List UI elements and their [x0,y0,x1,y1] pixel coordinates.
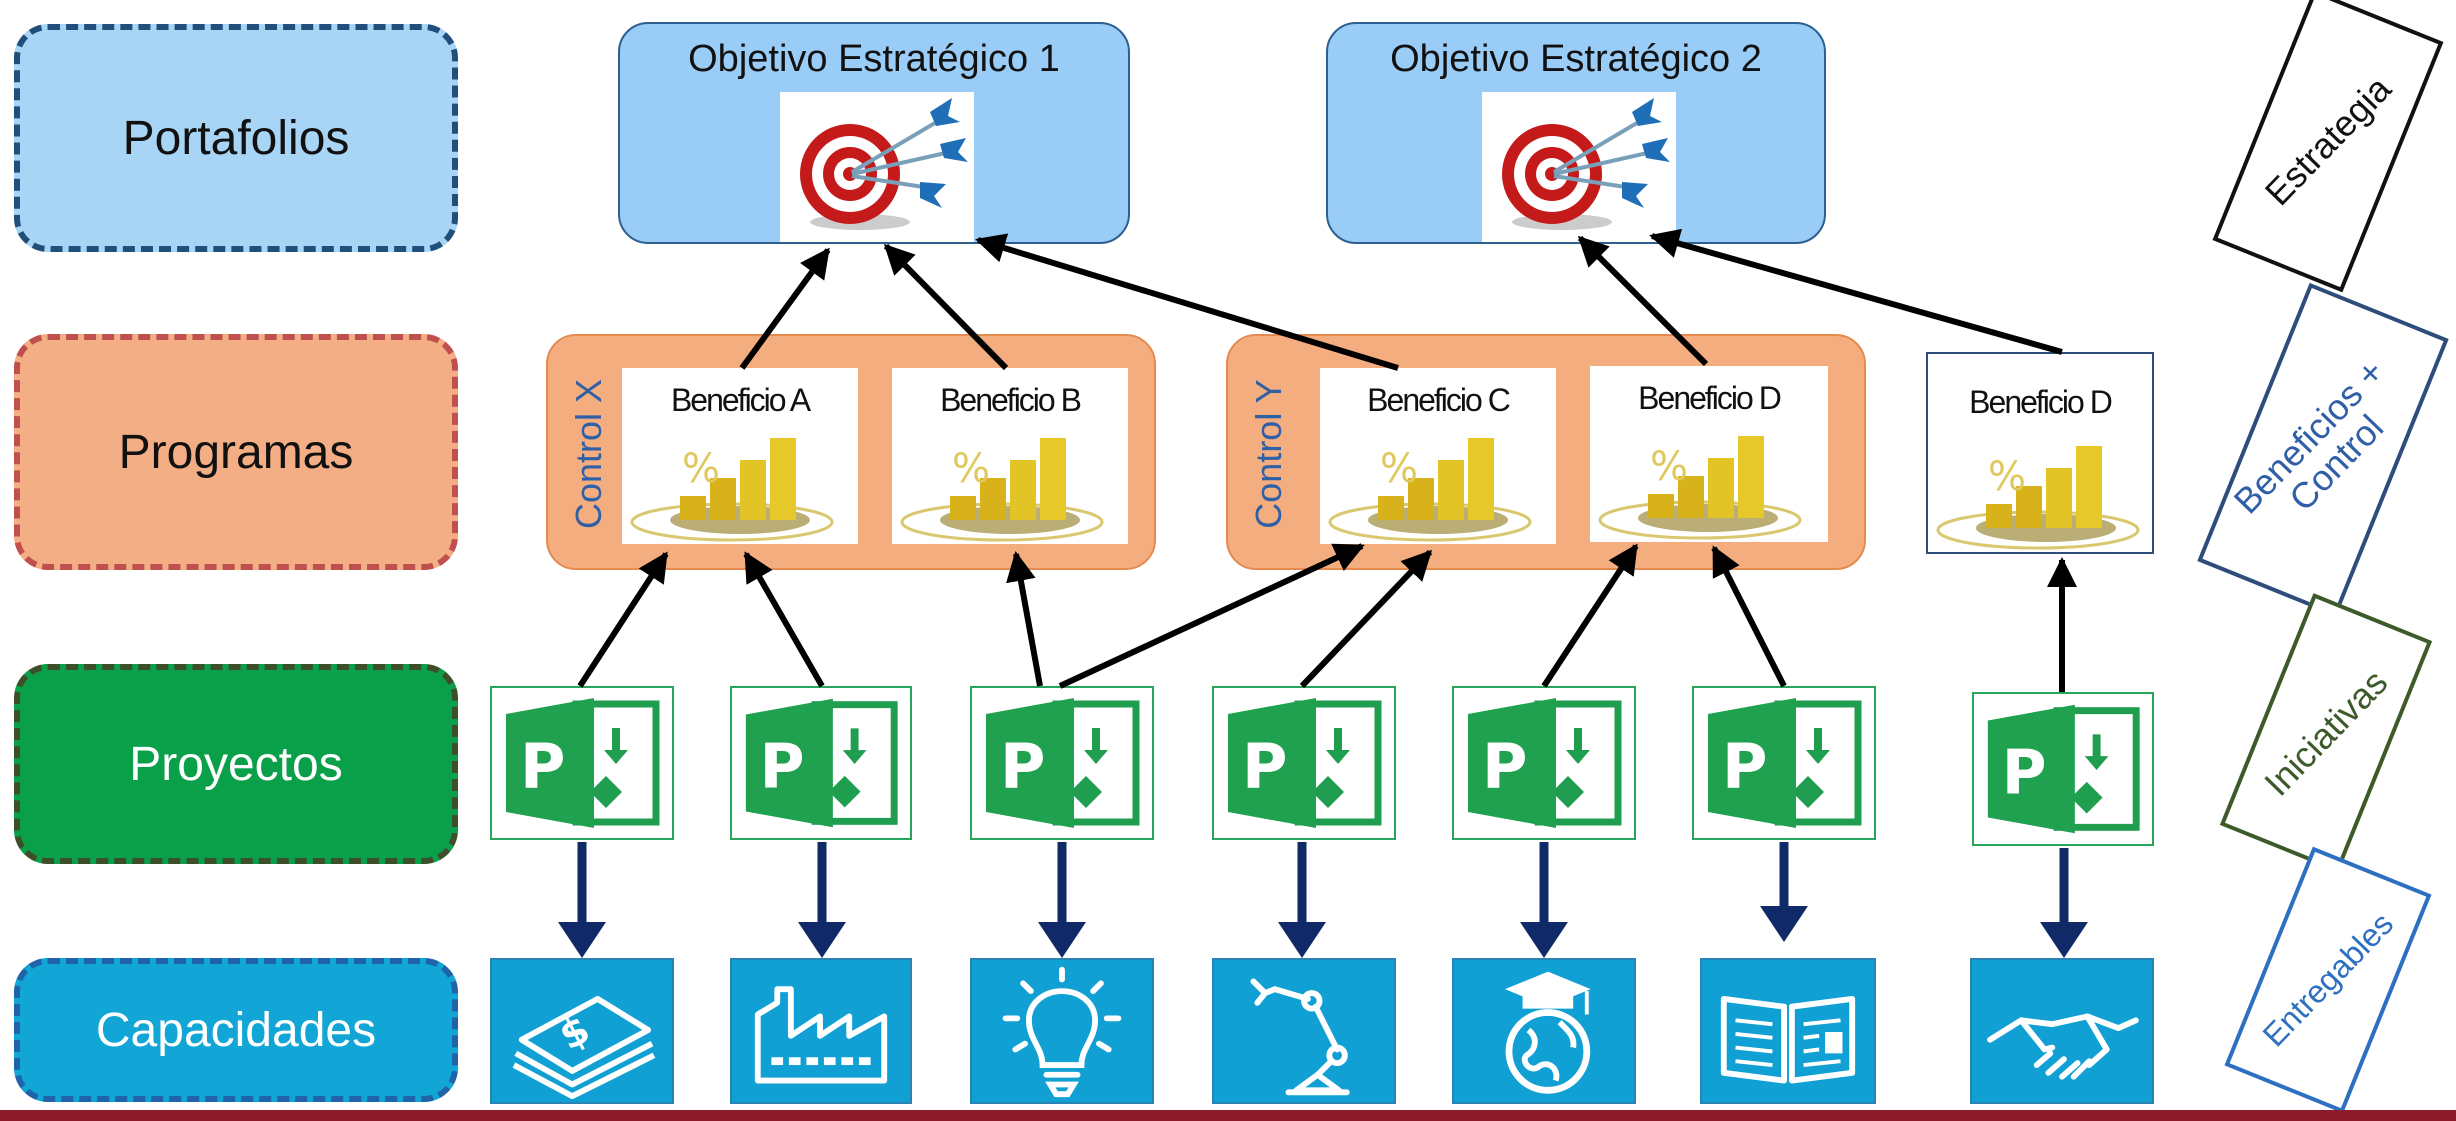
level-label: Proyectos [129,737,343,791]
benefit-card: Beneficio B [892,368,1128,544]
ms-project-icon [490,686,674,840]
ms-project-icon [970,686,1154,840]
graduation-globe-icon [1452,958,1636,1104]
arrow-down-6 [1760,906,1808,942]
svg-text:$: $ [552,1007,597,1059]
arrow-proj3-to-b [1006,551,1043,687]
ms-project-icon [1972,692,2154,846]
arrow-proj2-to-a [743,551,825,688]
side-label-text: Entregables [2255,905,2400,1054]
objective-title: Objetivo Estratégico 1 [688,38,1060,80]
robot-arm-icon [1212,958,1396,1104]
benefit-title: Beneficio D [1969,384,2113,420]
level-programas: Programas [14,334,458,570]
ms-project-icon [730,686,912,840]
handshake-icon [1970,958,2154,1104]
side-label-text: Beneficios + Control [2225,351,2393,522]
side-label-beneficios: Beneficios + Control [2197,282,2449,618]
side-label-estrategia: Estrategia [2212,0,2444,293]
arrow-down-5 [1520,922,1568,958]
control-label: Control X [568,378,609,530]
arrow-down-1 [558,922,606,958]
arrow-proj1-to-a [577,551,669,688]
level-label: Capacidades [95,1003,377,1057]
level-proyectos: Proyectos [14,664,458,864]
benefit-title: Beneficio C [1367,382,1511,418]
benefit-title: Beneficio B [940,382,1082,418]
open-book-icon [1700,958,1876,1104]
arrow-down-3 [1038,922,1086,958]
bar-chart-percent-icon [1320,422,1540,544]
objective-title: Objetivo Estratégico 2 [1390,38,1762,80]
ms-project-icon [1452,686,1636,840]
objective-box-2: Objetivo Estratégico 2 [1326,22,1826,244]
bottom-band [0,1110,2456,1121]
side-label-text: Estrategia [2256,68,2399,214]
bar-chart-percent-icon [892,422,1112,544]
arrow-down-7 [2040,922,2088,958]
benefit-card-standalone: Beneficio D [1926,352,2154,554]
benefit-title: Beneficio A [670,382,811,418]
control-label: Control Y [1248,379,1289,529]
level-capacidades: Capacidades [14,958,458,1102]
arrow-down-4 [1278,922,1326,958]
benefit-card: Beneficio A [622,368,858,544]
bar-chart-percent-icon [1590,420,1810,542]
benefit-card: Beneficio C [1320,368,1556,544]
lightbulb-icon [970,958,1154,1104]
money-stack-icon: $ [490,958,674,1104]
bar-chart-percent-icon [1928,430,2148,552]
side-label-text: Iniciativas [2256,661,2396,804]
dart-target-icon [1482,92,1676,242]
level-portafolios: Portafolios [14,24,458,252]
level-label: Portafolios [122,111,350,165]
dart-target-icon [780,92,974,242]
side-label-entregables: Entregables [2224,846,2432,1114]
ms-project-icon [1212,686,1396,840]
benefit-title: Beneficio D [1638,380,1782,416]
level-label: Programas [118,425,354,479]
factory-icon [730,958,912,1104]
side-label-iniciativas: Iniciativas [2219,593,2433,873]
ms-project-icon [1692,686,1876,840]
objective-box-1: Objetivo Estratégico 1 [618,22,1130,244]
arrow-proj4-to-c [1299,549,1433,689]
benefit-card: Beneficio D [1590,366,1828,542]
arrow-down-2 [798,922,846,958]
bar-chart-percent-icon [622,422,842,544]
